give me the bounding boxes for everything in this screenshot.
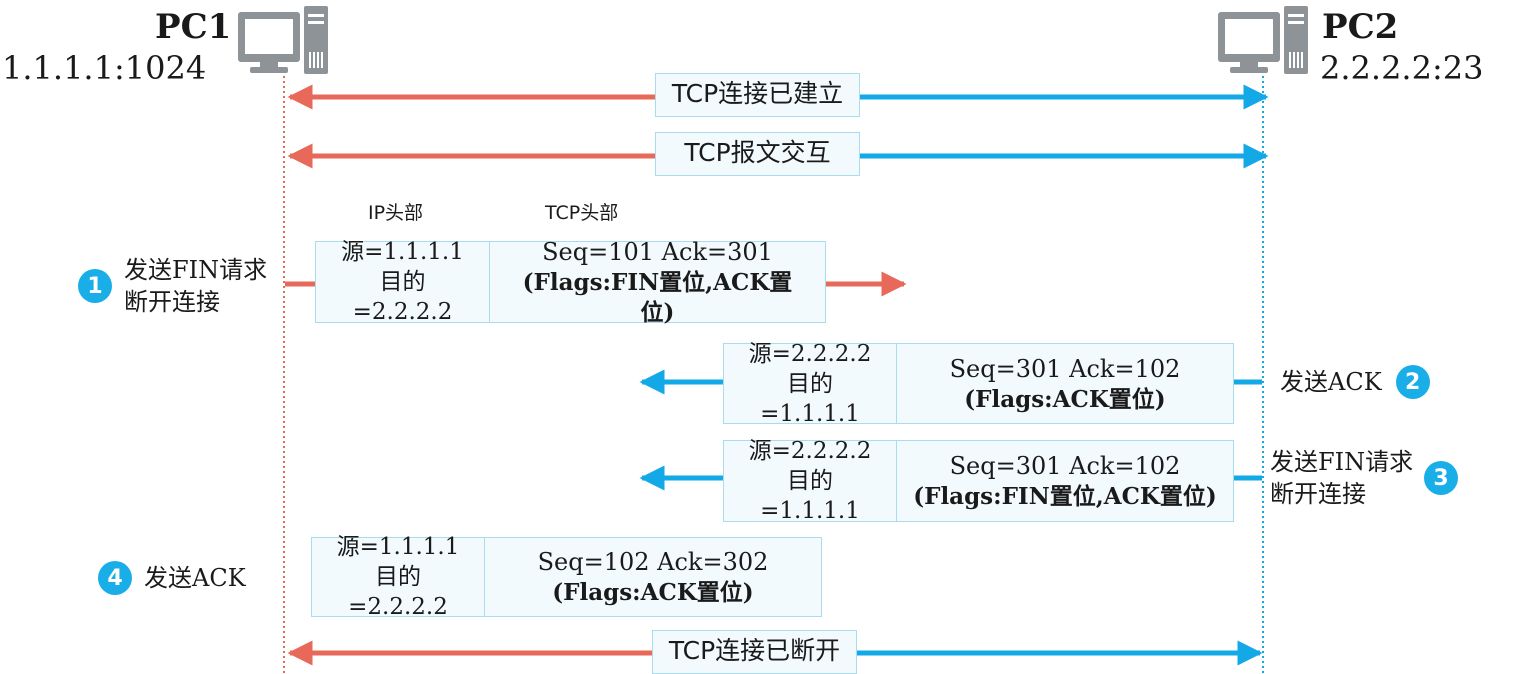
ip-source: 源=2.2.2.2 <box>748 340 872 367</box>
ip-header-label: IP头部 <box>368 202 424 224</box>
ip-source: 源=1.1.1.1 <box>336 534 460 560</box>
banner-established: TCP连接已建立 <box>655 73 860 117</box>
tcp-header: Seq=102 Ack=302 (Flags:ACK置位) <box>485 538 821 616</box>
step-number-badge: 1 <box>78 269 112 303</box>
ip-source: 源=2.2.2.2 <box>748 438 872 464</box>
ip-header: 源=1.1.1.1 目的 =2.2.2.2 <box>312 534 485 620</box>
step-1: 1 发送FIN请求断开连接 <box>78 254 268 318</box>
packet-1: 源=1.1.1.1 目的 =2.2.2.2 Seq=101 Ack=301 (F… <box>315 238 826 326</box>
seq-ack: Seq=301 Ack=102 <box>949 452 1181 480</box>
banner-closed: TCP连接已断开 <box>652 630 857 674</box>
ip-destination: =2.2.2.2 <box>348 594 448 620</box>
step-description: 发送ACK <box>144 564 246 592</box>
ip-destination: =1.1.1.1 <box>760 498 860 524</box>
tcp-header: Seq=301 Ack=102 (Flags:ACK置位) <box>897 344 1233 423</box>
pc1-address: 1.1.1.1:1024 <box>2 49 207 87</box>
ip-destination-label: 目的 <box>787 468 833 494</box>
seq-ack: Seq=301 Ack=102 <box>949 354 1181 383</box>
ip-header: 源=1.1.1.1 目的 =2.2.2.2 <box>316 239 490 325</box>
step-description: 发送FIN请求断开连接 <box>124 256 268 316</box>
ip-destination-label: 目的 <box>375 564 421 590</box>
seq-ack: Seq=102 Ack=302 <box>537 548 769 576</box>
step-number-badge: 3 <box>1424 461 1458 495</box>
step-number-badge: 4 <box>98 561 132 595</box>
seq-ack: Seq=101 Ack=301 <box>542 238 773 266</box>
ip-header: 源=2.2.2.2 目的 =1.1.1.1 <box>724 438 897 524</box>
ip-destination: =1.1.1.1 <box>760 400 860 427</box>
step-description: 发送FIN请求断开连接 <box>1270 448 1414 508</box>
step-number-badge: 2 <box>1395 365 1430 399</box>
ip-header: 源=2.2.2.2 目的 =1.1.1.1 <box>724 341 897 427</box>
pc2-name: PC2 <box>1322 7 1399 47</box>
tcp-header: Seq=301 Ack=102 (Flags:FIN置位,ACK置位) <box>897 441 1233 521</box>
step-4: 4 发送ACK <box>98 561 246 595</box>
tcp-flags: (Flags:ACK置位) <box>552 579 754 606</box>
ip-destination-label: 目的 <box>379 269 426 295</box>
desktop-computer-icon <box>238 6 328 74</box>
tcp-flags: (Flags:FIN置位,ACK置位) <box>522 269 793 326</box>
tcp-header-label: TCP头部 <box>545 202 619 224</box>
tcp-flags: (Flags:ACK置位) <box>964 385 1166 413</box>
ip-destination-label: 目的 <box>787 370 833 397</box>
banner-exchange: TCP报文交互 <box>655 132 860 176</box>
step-3: 发送FIN请求断开连接 3 <box>1270 446 1458 510</box>
tcp-flags: (Flags:FIN置位,ACK置位) <box>913 483 1217 510</box>
packet-2: 源=2.2.2.2 目的 =1.1.1.1 Seq=301 Ack=102 (F… <box>723 341 1234 427</box>
packet-3: 源=2.2.2.2 目的 =1.1.1.1 Seq=301 Ack=102 (F… <box>723 438 1234 524</box>
desktop-computer-icon <box>1218 6 1308 74</box>
packet-4: 源=1.1.1.1 目的 =2.2.2.2 Seq=102 Ack=302 (F… <box>311 534 822 620</box>
ip-destination: =2.2.2.2 <box>352 299 453 325</box>
step-2: 发送ACK 2 <box>1280 365 1430 399</box>
tcp-header: Seq=101 Ack=301 (Flags:FIN置位,ACK置位) <box>490 238 825 326</box>
pc1-name: PC1 <box>155 7 232 47</box>
step-description: 发送ACK <box>1280 368 1382 396</box>
ip-source: 源=1.1.1.1 <box>341 239 464 265</box>
pc2-address: 2.2.2.2:23 <box>1320 49 1484 87</box>
